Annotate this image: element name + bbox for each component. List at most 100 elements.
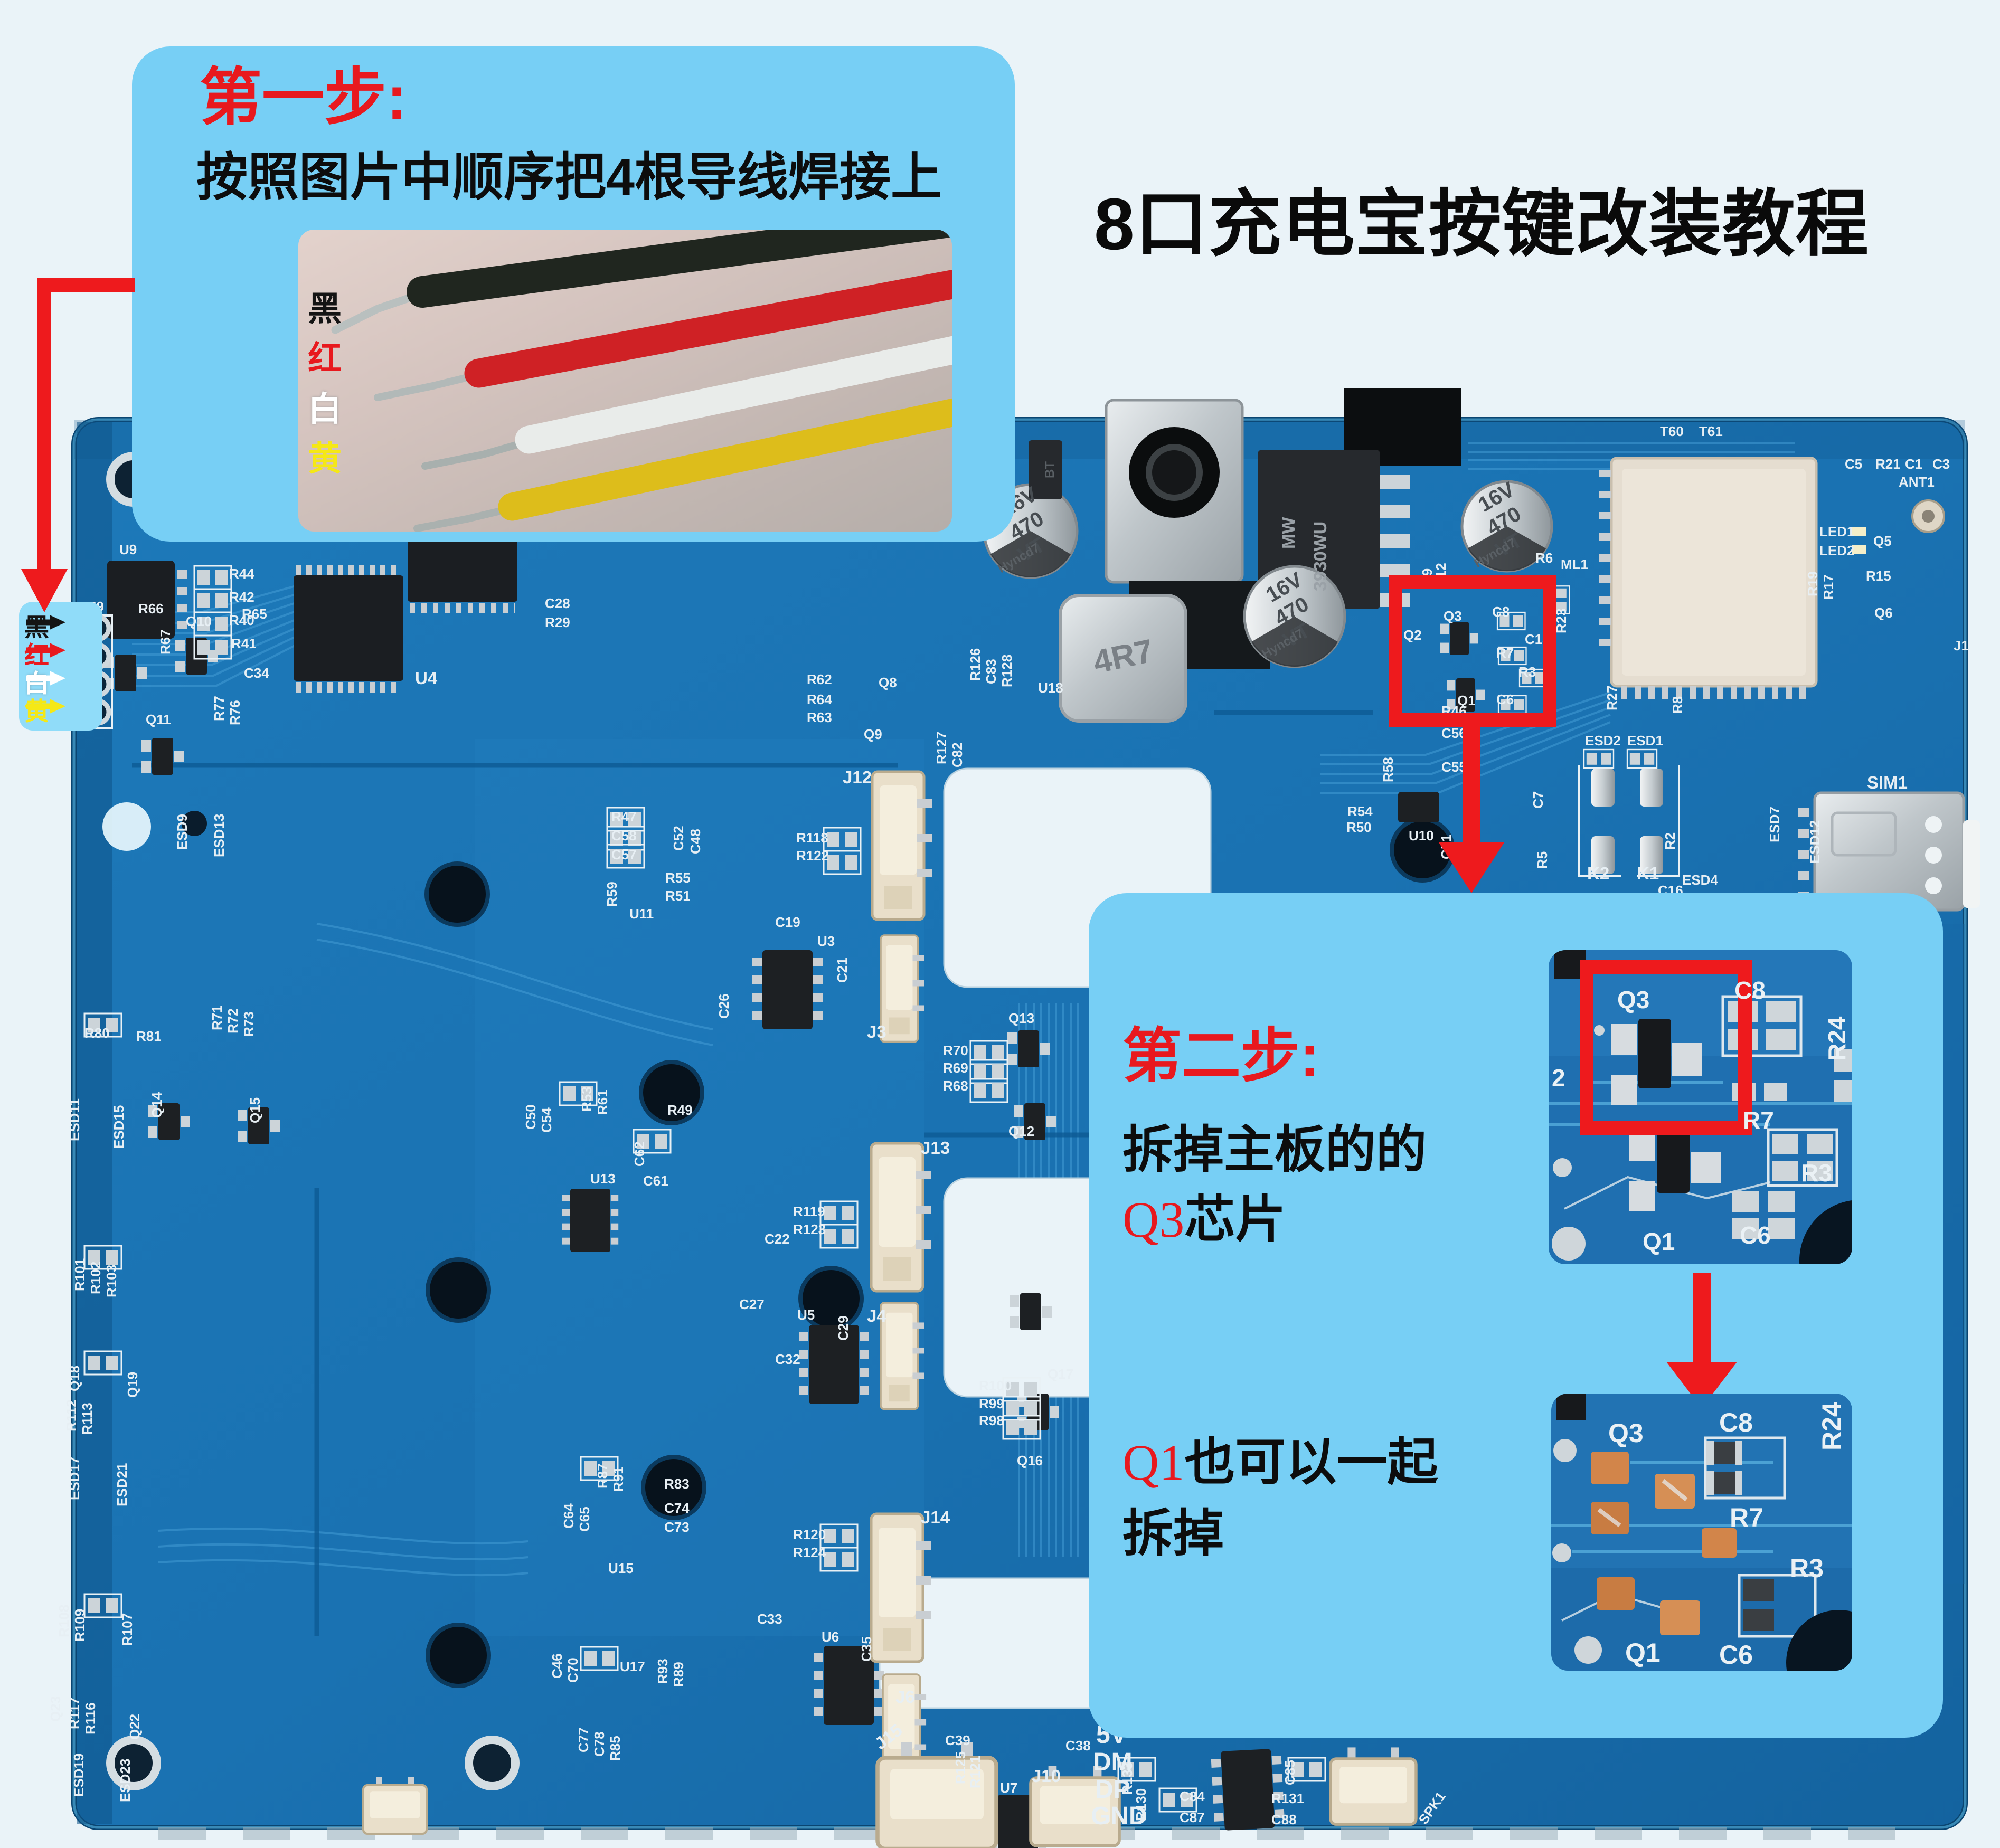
silkscreen-label: R70 <box>943 1043 968 1058</box>
silkscreen-label: C57 <box>611 847 637 863</box>
silkscreen-label: R69 <box>943 1060 968 1076</box>
silkscreen-label: R66 <box>138 601 164 617</box>
silkscreen-label: R54 <box>1347 803 1373 819</box>
silkscreen-label: R21 <box>1875 456 1901 472</box>
red-wire <box>374 270 952 401</box>
silkscreen-label: R125 <box>952 1751 968 1784</box>
silkscreen-label: R87 <box>595 1463 610 1489</box>
silkscreen-label: C84 <box>1180 1788 1205 1804</box>
chip-ref-q1: Q1 <box>1122 1434 1185 1491</box>
silkscreen-label: BT <box>1043 461 1057 478</box>
silkscreen-label: C6 <box>1496 691 1514 707</box>
silkscreen-label: R119 <box>793 1203 825 1219</box>
silkscreen-label: R108 <box>56 1605 72 1637</box>
silkscreen-label: R2 <box>1662 832 1678 850</box>
silkscreen-label: ANT1 <box>1899 474 1935 490</box>
silkscreen-label: R46 <box>1441 703 1467 719</box>
silkscreen-label: R124 <box>793 1544 826 1560</box>
silkscreen-label: Q9 <box>864 726 882 742</box>
silkscreen-label: R62 <box>807 671 832 687</box>
silkscreen-label: C87 <box>1180 1809 1205 1825</box>
silkscreen-label: ESD4 <box>1682 872 1718 888</box>
silkscreen-label: U13 <box>590 1171 616 1187</box>
silkscreen-label: R80 <box>84 1025 110 1041</box>
silkscreen-label: U10 <box>1409 828 1434 844</box>
silkscreen-label: ESD15 <box>111 1105 127 1149</box>
silkscreen-label: R131 <box>1271 1790 1304 1806</box>
silkscreen-label: U15 <box>608 1560 634 1576</box>
wire-photo: 黑 红 白 黄 <box>298 230 952 532</box>
silkscreen-label: ESD17 <box>67 1457 82 1500</box>
silkscreen-label: R3 <box>1518 664 1536 680</box>
led-indicators <box>1852 527 1866 554</box>
silkscreen-label: C35 <box>859 1636 874 1662</box>
silkscreen-label: C56 <box>1441 725 1467 741</box>
wire-label-yellow: 黄 <box>308 440 342 478</box>
silkscreen-label: R103 <box>103 1265 119 1297</box>
silkscreen-label: R113 <box>79 1402 95 1435</box>
silkscreen-label: R7 <box>1496 645 1514 661</box>
rf-module-chip <box>1599 457 1818 699</box>
silkscreen-label: C51 <box>1438 834 1454 859</box>
silkscreen-label: R123 <box>793 1221 826 1237</box>
silkscreen-label: R101 <box>72 1258 88 1291</box>
silkscreen-label: T61 <box>1699 423 1723 439</box>
page-title: 8口充电宝按键改装教程 <box>1094 184 1869 265</box>
silkscreen-label: J13 <box>921 1138 950 1158</box>
silkscreen-label: C77 <box>576 1727 591 1752</box>
chip-suffix: 芯片 <box>1184 1191 1286 1248</box>
silkscreen-label: U17 <box>620 1659 645 1674</box>
silkscreen-label: R98 <box>979 1413 1004 1428</box>
silkscreen-label: DM <box>1093 1748 1133 1776</box>
silkscreen-label: U11 <box>629 906 654 922</box>
silkscreen-label: C22 <box>765 1231 790 1247</box>
silkscreen-label: R118 <box>796 830 828 846</box>
silkscreen-label: J12 <box>843 767 872 787</box>
silkscreen-label: C85 <box>1282 1760 1298 1785</box>
silkscreen-label: 3930WU <box>1310 522 1331 591</box>
silkscreen-label: R67 <box>157 629 173 655</box>
silkscreen-label: ESD2 <box>1585 733 1621 748</box>
silkscreen-label: R109 <box>72 1609 88 1642</box>
silkscreen-label: R120 <box>793 1527 826 1542</box>
silkscreen-label: C74 <box>664 1500 690 1516</box>
silkscreen-label: Q22 <box>127 1714 143 1740</box>
silkscreen-label: C52 <box>671 826 686 851</box>
silkscreen-label: R117 <box>67 1697 82 1729</box>
silkscreen-label: Q3 <box>1444 608 1462 624</box>
silkscreen-label: C55 <box>1441 759 1467 775</box>
silkscreen-label: ESD7 <box>1767 807 1782 842</box>
mounting-holes <box>102 453 1453 1789</box>
silkscreen-label: C1 <box>1905 456 1922 472</box>
legend-item-red: 红 <box>24 641 65 669</box>
legend-item-black: 黑 <box>24 613 65 641</box>
silkscreen-label: R12 <box>1433 563 1449 588</box>
silkscreen-label: U5 <box>797 1307 815 1323</box>
silkscreen-label: R72 <box>225 1008 241 1034</box>
silkscreen-label: ESD11 <box>67 1098 82 1141</box>
silkscreen-label: J6 <box>895 1687 915 1707</box>
silkscreen-label: Q16 <box>1017 1453 1043 1468</box>
silkscreen-label: R76 <box>227 700 243 725</box>
silkscreen-label: R63 <box>807 709 832 725</box>
legend-item-yellow: 黄 <box>24 697 65 725</box>
silkscreen-label: R100 <box>979 1378 1012 1394</box>
silkscreen-label: R133 <box>1119 1762 1135 1795</box>
silkscreen-label: ESD9 <box>174 814 190 850</box>
silkscreen-label: R112 <box>63 1399 79 1432</box>
silkscreen-label: C26 <box>716 993 732 1019</box>
silkscreen-label: R40 <box>229 612 254 628</box>
silkscreen-label: R73 <box>241 1011 257 1037</box>
step2-line1: 拆掉主板的的 <box>1122 1122 1427 1178</box>
silkscreen-label: Q23 <box>48 1696 63 1722</box>
silkscreen-label: U18 <box>1038 680 1063 696</box>
silkscreen-label: Q15 <box>247 1097 263 1123</box>
arrow-right-icon <box>26 699 65 714</box>
silkscreen-label: R50 <box>1346 819 1372 835</box>
silkscreen-label: R47 <box>611 809 637 825</box>
silkscreen-label: R102 <box>88 1262 103 1294</box>
silkscreen-label: C70 <box>565 1657 581 1683</box>
silkscreen-label: R93 <box>655 1659 671 1684</box>
silkscreen-label: R116 <box>82 1702 98 1735</box>
